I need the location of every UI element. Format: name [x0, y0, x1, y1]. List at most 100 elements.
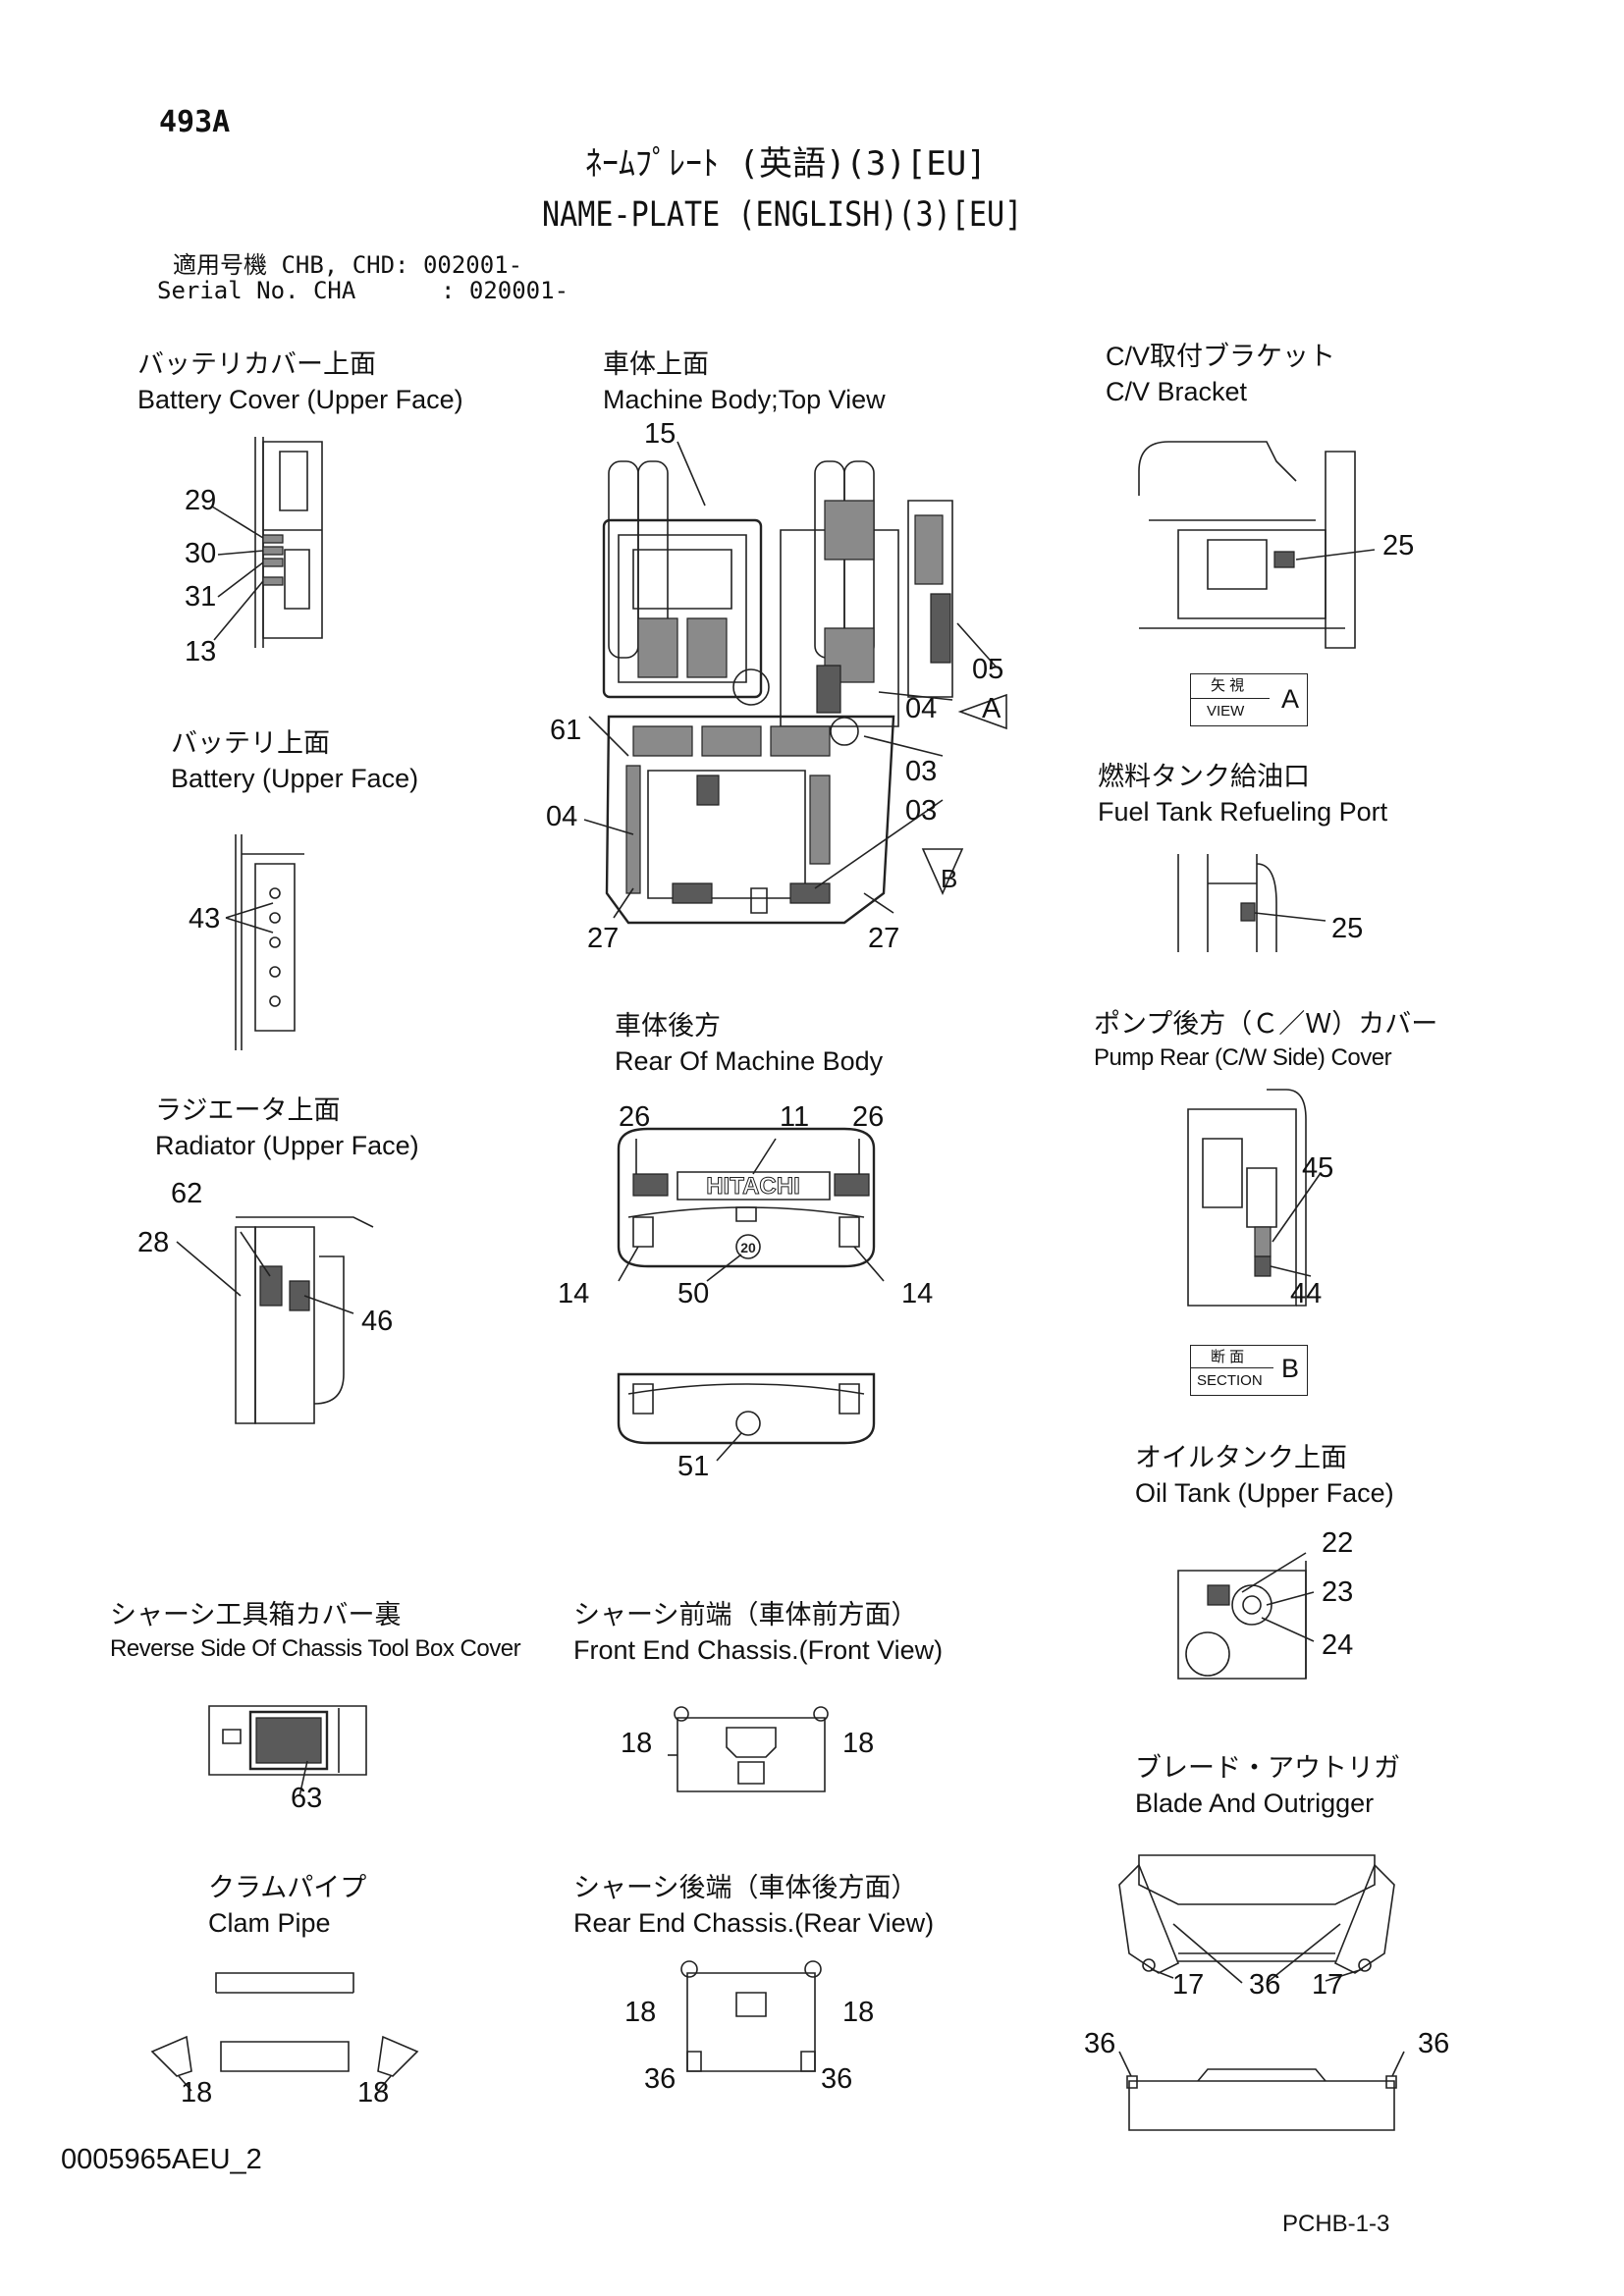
- cv-bracket-title-en: C/V Bracket: [1106, 377, 1248, 406]
- rear-machine-label-14-right: 14: [901, 1278, 934, 1309]
- fuel-tank-label-25: 25: [1331, 913, 1364, 944]
- machine-body-label-15: 15: [644, 418, 677, 450]
- fuel-tank-title-en: Fuel Tank Refueling Port: [1098, 797, 1388, 827]
- machine-body-label-61: 61: [550, 715, 582, 746]
- rear-machine-label-50: 50: [677, 1278, 710, 1309]
- battery-cover-label-30: 30: [185, 538, 217, 569]
- machine-body-label-04-left: 04: [546, 801, 578, 832]
- pump-rear-label-45: 45: [1302, 1152, 1334, 1184]
- document-code: 0005965AEU_2: [61, 2144, 262, 2175]
- machine-body-title-en: Machine Body;Top View: [603, 385, 886, 414]
- clam-pipe-label-18-left: 18: [181, 2077, 213, 2109]
- blade-title-en: Blade And Outrigger: [1135, 1789, 1375, 1818]
- machine-body-label-27-left: 27: [587, 923, 620, 954]
- oil-tank-title-en: Oil Tank (Upper Face): [1135, 1478, 1394, 1508]
- tool-box-label-63: 63: [291, 1783, 323, 1814]
- oil-tank-label-22: 22: [1322, 1527, 1354, 1559]
- oil-tank-drawing: [1168, 1541, 1365, 1688]
- figure-code: 493A: [159, 105, 231, 139]
- pump-rear-drawing: [1168, 1080, 1365, 1315]
- blade-label-36-center: 36: [1249, 1969, 1281, 2001]
- cv-bracket-drawing: [1119, 422, 1375, 658]
- clam-pipe-title-en: Clam Pipe: [208, 1908, 331, 1938]
- rear-chassis-title-en: Rear End Chassis.(Rear View): [573, 1908, 935, 1938]
- machine-body-label-03-upper: 03: [905, 756, 938, 787]
- rear-machine-label-26-left: 26: [619, 1101, 651, 1133]
- front-chassis-drawing: [668, 1698, 844, 1806]
- page-reference: PCHB-1-3: [1282, 2211, 1390, 2237]
- pump-rear-title-en: Pump Rear (C/W Side) Cover: [1094, 1044, 1392, 1071]
- front-chassis-title-en: Front End Chassis.(Front View): [573, 1635, 944, 1665]
- battery-drawing: [187, 825, 344, 1060]
- pump-rear-title-jp: ポンプ後方（Ｃ／Ｗ）カバー: [1094, 1009, 1438, 1039]
- clam-pipe-title-jp: クラムパイプ: [208, 1873, 367, 1902]
- front-chassis-label-18-right: 18: [842, 1728, 875, 1759]
- battery-cover-title-jp: バッテリカバー上面: [137, 349, 376, 379]
- svg-text:HITACHI: HITACHI: [706, 1173, 800, 1200]
- title-english: NAME-PLATE (ENGLISH)(3)[EU]: [542, 195, 1023, 235]
- machine-body-label-03-lower: 03: [905, 795, 938, 827]
- cv-bracket-title-jp: C/V取付ブラケット: [1106, 342, 1336, 371]
- rear-chassis-label-36-left: 36: [644, 2063, 677, 2095]
- battery-cover-label-13: 13: [185, 636, 217, 667]
- fuel-tank-title-jp: 燃料タンク給油口: [1098, 762, 1310, 791]
- radiator-label-62: 62: [171, 1178, 203, 1209]
- battery-title-en: Battery (Upper Face): [171, 764, 419, 793]
- svg-text:20: 20: [740, 1240, 756, 1255]
- machine-body-label-05: 05: [972, 654, 1004, 685]
- view-a-box: 矢 視 VIEW A: [1190, 673, 1308, 726]
- view-arrow-a: A: [982, 693, 1001, 724]
- machine-body-label-04-right: 04: [905, 693, 938, 724]
- rear-machine-title-en: Rear Of Machine Body: [615, 1046, 884, 1076]
- title-japanese: ﾈｰﾑﾌﾟﾚｰﾄ (英語)(3)[EU]: [585, 144, 987, 184]
- tool-box-title-en: Reverse Side Of Chassis Tool Box Cover: [110, 1635, 521, 1662]
- pump-rear-label-44: 44: [1290, 1278, 1323, 1309]
- oil-tank-label-24: 24: [1322, 1629, 1354, 1661]
- rear-machine-label-14-left: 14: [558, 1278, 590, 1309]
- rear-chassis-label-36-right: 36: [821, 2063, 853, 2095]
- blade-label-17-left: 17: [1172, 1969, 1205, 2001]
- front-chassis-title-jp: シャーシ前端（車体前方面）: [573, 1600, 918, 1629]
- blade-label-17-right: 17: [1312, 1969, 1344, 2001]
- rear-machine-label-51: 51: [677, 1451, 710, 1482]
- battery-cover-title-en: Battery Cover (Upper Face): [137, 385, 463, 414]
- oil-tank-title-jp: オイルタンク上面: [1135, 1443, 1347, 1472]
- rear-machine-label-11: 11: [780, 1101, 810, 1133]
- oil-tank-label-23: 23: [1322, 1576, 1354, 1608]
- radiator-label-28: 28: [137, 1227, 170, 1258]
- radiator-title-en: Radiator (Upper Face): [155, 1131, 419, 1160]
- rear-machine-title-jp: 車体後方: [615, 1011, 721, 1041]
- rear-machine-label-26-right: 26: [852, 1101, 885, 1133]
- battery-cover-label-29: 29: [185, 485, 217, 516]
- radiator-drawing: [147, 1198, 383, 1433]
- serial-line-2: Serial No. CHA : 020001-: [157, 277, 569, 304]
- cv-bracket-label-25: 25: [1382, 530, 1415, 561]
- machine-body-label-27-right: 27: [868, 923, 900, 954]
- blade-label-36-right: 36: [1418, 2028, 1450, 2059]
- tool-box-drawing: [201, 1698, 378, 1787]
- battery-label-43: 43: [189, 903, 221, 934]
- rear-chassis-label-18-right: 18: [842, 1997, 875, 2028]
- radiator-title-jp: ラジエータ上面: [155, 1095, 341, 1125]
- battery-cover-label-31: 31: [185, 581, 217, 613]
- blade-label-36-left: 36: [1084, 2028, 1116, 2059]
- blade-outrigger-drawing: [1080, 1836, 1453, 2160]
- radiator-label-46: 46: [361, 1306, 394, 1337]
- serial-line-1: 適用号機 CHB, CHD: 002001-: [173, 251, 523, 279]
- battery-cover-drawing: [147, 422, 344, 658]
- rear-chassis-title-jp: シャーシ後端（車体後方面）: [573, 1873, 918, 1902]
- front-chassis-label-18-left: 18: [621, 1728, 653, 1759]
- rear-chassis-drawing: [668, 1953, 844, 2081]
- section-arrow-b: B: [941, 864, 958, 893]
- fuel-tank-drawing: [1168, 844, 1345, 962]
- machine-body-top-view-drawing: [560, 432, 1051, 962]
- battery-title-jp: バッテリ上面: [171, 728, 330, 758]
- clam-pipe-drawing: [137, 1953, 452, 2101]
- tool-box-title-jp: シャーシ工具箱カバー裏: [110, 1600, 402, 1629]
- rear-chassis-label-18-left: 18: [624, 1997, 657, 2028]
- machine-body-title-jp: 車体上面: [603, 349, 709, 379]
- blade-title-jp: ブレード・アウトリガ: [1135, 1753, 1400, 1783]
- rear-machine-drawing: HITACHI 20: [589, 1109, 903, 1502]
- section-b-box: 断 面 SECTION B: [1190, 1345, 1308, 1396]
- clam-pipe-label-18-right: 18: [357, 2077, 390, 2109]
